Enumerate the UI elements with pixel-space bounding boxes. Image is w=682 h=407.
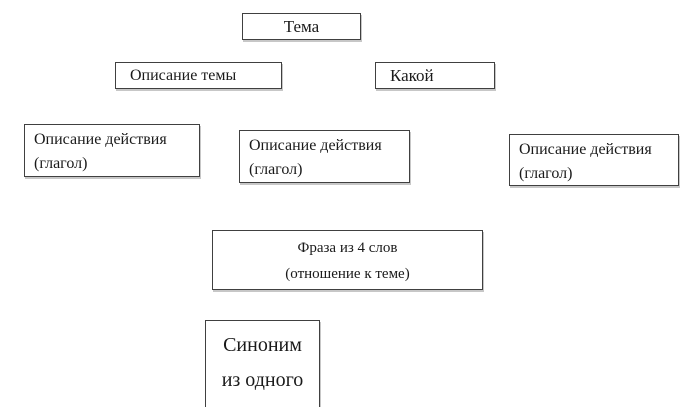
box-theme: Тема <box>242 13 361 40</box>
box-synonym-line1: Синоним <box>223 334 302 356</box>
box-action-3-line2: (глагол) <box>519 165 573 182</box>
box-action-2-line2: (глагол) <box>249 161 303 178</box>
box-action-description-1: Описание действия (глагол) <box>24 124 200 177</box>
box-synonym-line2: из одного <box>221 369 304 391</box>
box-theme-label: Тема <box>283 17 320 36</box>
box-phrase-line2: (отношение к теме) <box>285 266 410 282</box>
box-action-3-line1: Описание действия <box>519 141 652 158</box>
box-synonym: Синоним из одного <box>205 320 320 407</box>
box-which-label: Какой <box>390 66 434 85</box>
box-action-1-line1: Описание действия <box>34 131 167 148</box>
box-phrase: Фраза из 4 слов (отношение к теме) <box>212 230 483 290</box>
box-action-description-2: Описание действия (глагол) <box>239 130 410 183</box>
box-theme-description-label: Описание темы <box>130 67 237 84</box>
box-action-1-line2: (глагол) <box>34 155 88 172</box>
box-which: Какой <box>375 62 495 89</box>
box-phrase-line1: Фраза из 4 слов <box>297 240 398 256</box>
box-action-description-3: Описание действия (глагол) <box>509 134 679 186</box>
box-action-2-line1: Описание действия <box>249 137 382 154</box>
box-theme-description: Описание темы <box>115 62 282 89</box>
